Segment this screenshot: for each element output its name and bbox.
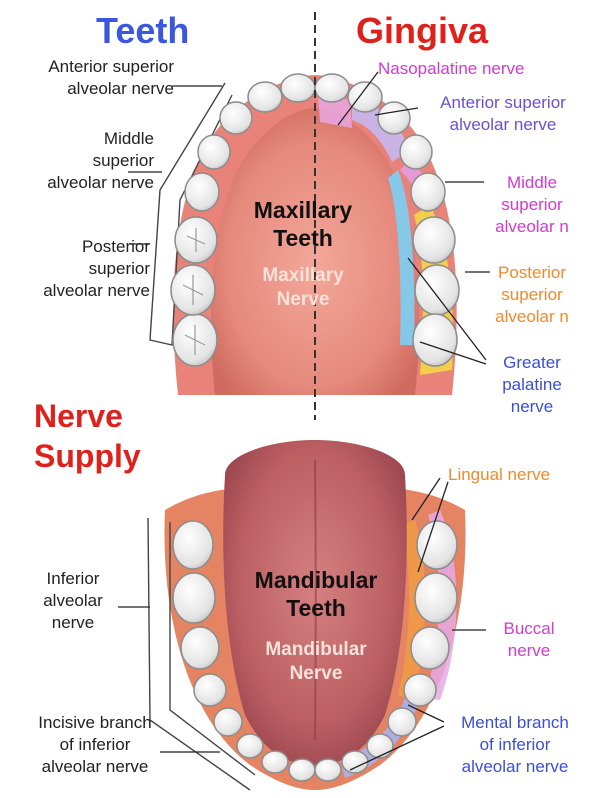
lower-tooth <box>173 573 215 623</box>
label-anterior-superior-right: Anterior superior alveolar nerve <box>418 92 588 136</box>
lower-tooth <box>181 627 219 669</box>
lower-tooth <box>237 734 263 758</box>
upper-tooth <box>413 217 455 263</box>
lower-tooth <box>315 759 341 781</box>
lower-tooth <box>289 759 315 781</box>
upper-tooth <box>348 82 382 112</box>
label-lingual: Lingual nerve <box>448 464 588 486</box>
lower-tooth <box>262 751 288 773</box>
mandibular-nerve-label: Mandibular Nerve <box>226 638 406 686</box>
upper-tooth <box>185 173 219 211</box>
upper-tooth <box>248 82 282 112</box>
lower-tooth <box>411 627 449 669</box>
label-mental-branch: Mental branch of inferior alveolar nerve <box>440 712 590 778</box>
label-middle-superior-left: Middle superior alveolar nerve <box>4 128 154 194</box>
lower-tooth <box>417 521 457 569</box>
lower-tooth <box>367 734 393 758</box>
upper-tooth <box>400 135 432 169</box>
lower-tooth <box>404 674 436 706</box>
upper-tooth <box>413 314 457 366</box>
lower-tooth <box>415 573 457 623</box>
label-anterior-superior-left: Anterior superior alveolar nerve <box>4 56 174 100</box>
nerve-supply-title: Nerve Supply <box>34 396 141 476</box>
lower-tooth <box>194 674 226 706</box>
upper-tooth <box>411 173 445 211</box>
upper-tooth <box>315 74 349 102</box>
label-middle-superior-right: Middle superior alveolar n <box>474 172 590 238</box>
lower-tooth <box>342 751 368 773</box>
mandibular-teeth-label: Mandibular Teeth <box>226 566 406 622</box>
label-greater-palatine: Greater palatine nerve <box>474 352 590 418</box>
upper-tooth <box>281 74 315 102</box>
label-posterior-superior-left: Posterior superior alveolar nerve <box>4 236 150 302</box>
upper-tooth <box>220 102 252 134</box>
label-nasopalatine: Nasopalatine nerve <box>378 58 588 80</box>
maxillary-teeth-label: Maxillary Teeth <box>238 196 368 252</box>
label-incisive-branch: Incisive branch of inferior alveolar ner… <box>10 712 180 778</box>
label-buccal: Buccal nerve <box>474 618 584 662</box>
lower-tooth <box>388 708 416 736</box>
gingiva-title: Gingiva <box>356 10 488 52</box>
label-inferior-alveolar: Inferior alveolar nerve <box>28 568 118 634</box>
upper-tooth <box>415 265 459 315</box>
upper-tooth <box>378 102 410 134</box>
maxillary-nerve-label: Maxillary Nerve <box>238 264 368 312</box>
label-posterior-superior-right: Posterior superior alveolar n <box>474 262 590 328</box>
lower-tooth <box>214 708 242 736</box>
upper-tooth <box>198 135 230 169</box>
lower-tooth <box>173 521 213 569</box>
teeth-title: Teeth <box>96 10 189 52</box>
